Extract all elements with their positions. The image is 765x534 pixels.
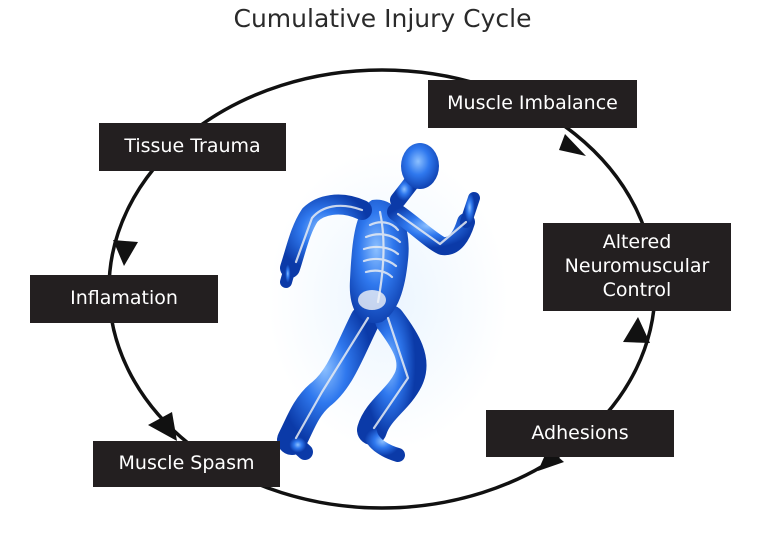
diagram-title: Cumulative Injury Cycle: [233, 4, 532, 33]
step-inflamation: Inflamation: [30, 275, 218, 323]
arrow-adhesions-to-altered-icon: [623, 317, 650, 343]
running-figure-icon: [268, 143, 508, 462]
step-altered-neuromuscular-control: Altered Neuromuscular Control: [543, 223, 731, 311]
arrow-altered-to-imbalance-icon: [559, 134, 586, 156]
arrow-spasm-to-adhesions-icon: [538, 448, 564, 471]
step-adhesions: Adhesions: [486, 410, 674, 457]
arrow-inflamation-to-spasm-icon: [148, 412, 177, 441]
step-tissue-trauma: Tissue Trauma: [99, 123, 286, 171]
arrow-tissue-to-inflamation-icon: [113, 240, 138, 266]
step-muscle-spasm: Muscle Spasm: [93, 441, 280, 487]
step-muscle-imbalance: Muscle Imbalance: [428, 80, 637, 128]
